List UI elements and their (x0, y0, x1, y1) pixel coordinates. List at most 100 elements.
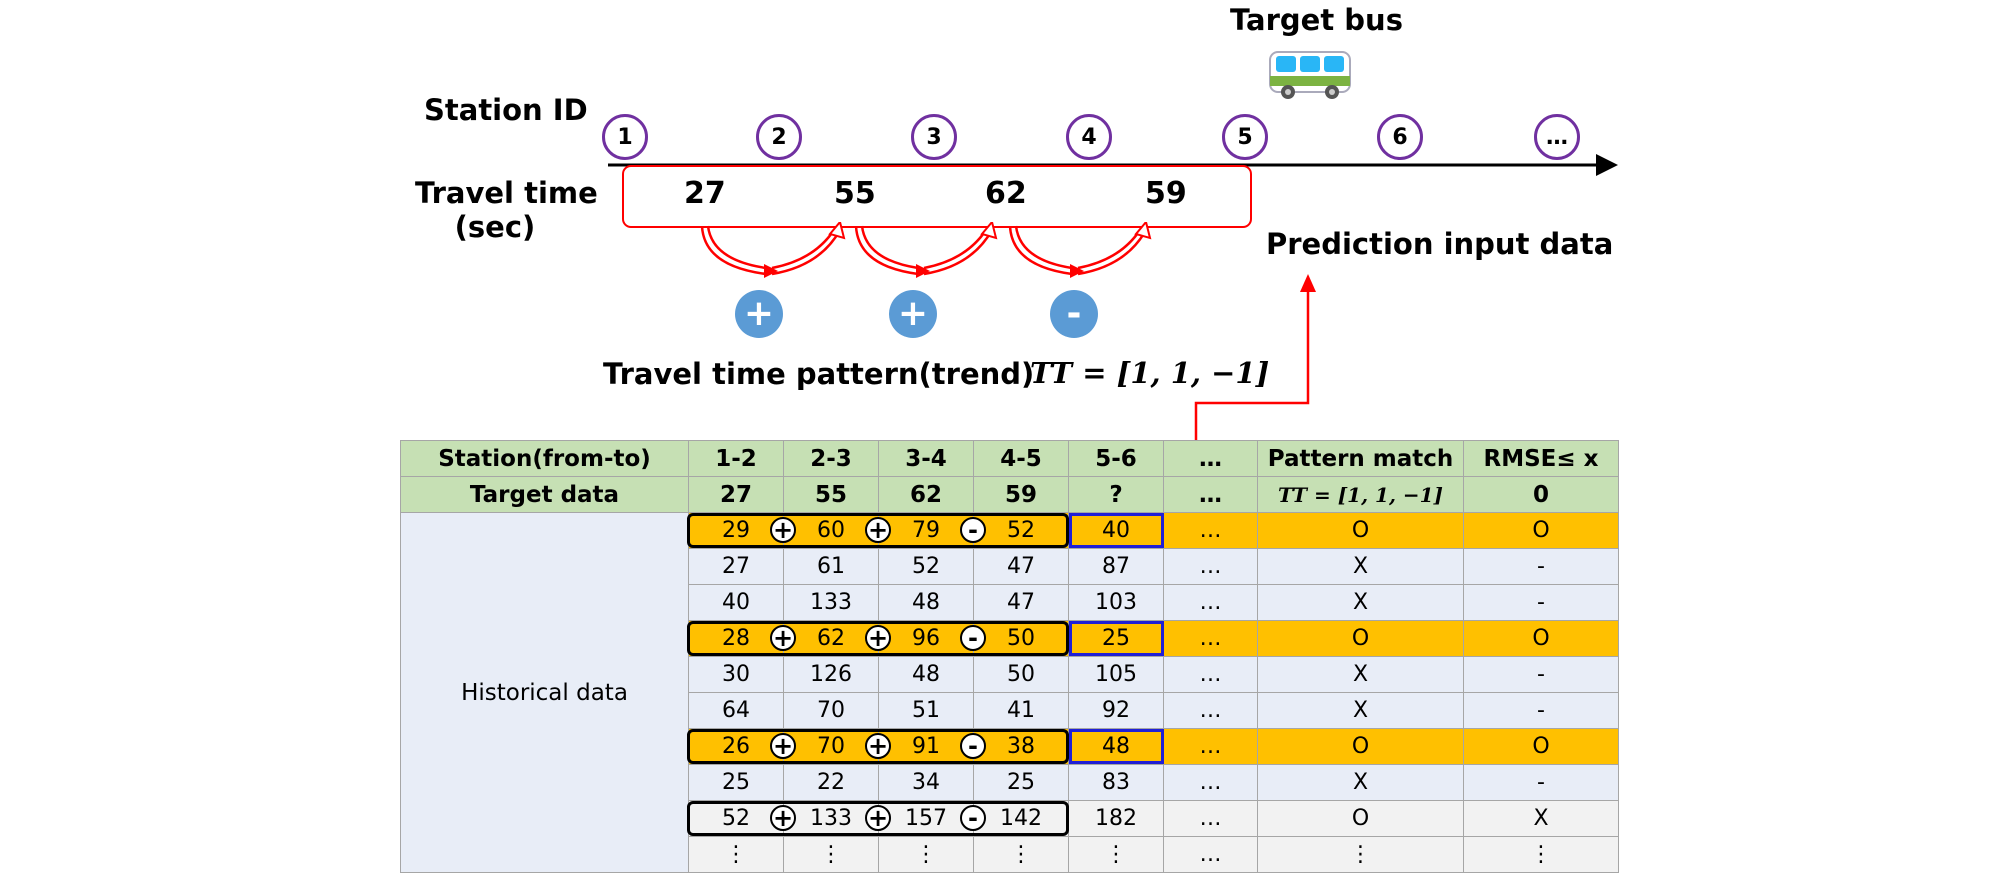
target-cell: Target data (400, 476, 689, 513)
table-cell: 48 (878, 656, 974, 693)
table-cell: 47 (973, 548, 1069, 585)
station-circle: 4 (1066, 114, 1112, 160)
header-cell: 4-5 (973, 440, 1069, 477)
table-cell: … (1163, 512, 1258, 549)
table-cell: ⋮ (1257, 836, 1464, 873)
table-cell: X (1257, 764, 1464, 801)
table-cell: 48 (878, 584, 974, 621)
table-cell: 142 (973, 800, 1069, 837)
table-cell: 41 (973, 692, 1069, 729)
table-cell: O (1257, 620, 1464, 657)
minus-op-icon: - (960, 517, 986, 543)
table-cell: 25 (1068, 620, 1164, 657)
table-cell: 103 (1068, 584, 1164, 621)
station-circle: … (1534, 114, 1580, 160)
header-cell: Pattern match (1257, 440, 1464, 477)
pattern-box (687, 621, 1069, 656)
table-cell: - (1463, 656, 1619, 693)
table-cell: X (1257, 692, 1464, 729)
table-cell: 34 (878, 764, 974, 801)
header-cell: 3-4 (878, 440, 974, 477)
table-cell: … (1163, 620, 1258, 657)
pattern-label: Travel time pattern(trend) (603, 357, 1035, 391)
header-cell: Station(from-to) (400, 440, 689, 477)
next-link-box (1069, 513, 1164, 548)
plus-op-icon: + (865, 805, 891, 831)
table-cell: 52 (688, 800, 784, 837)
table-cell: 60 (783, 512, 879, 549)
target-bus-label: Target bus (1230, 3, 1403, 37)
minus-op-icon: - (960, 625, 986, 651)
table-cell: 50 (973, 656, 1069, 693)
table-cell: - (1463, 764, 1619, 801)
trend-arrows (700, 222, 1152, 278)
plus-op-icon: + (770, 625, 796, 651)
target-cell: ? (1068, 476, 1164, 513)
pattern-box (687, 513, 1069, 548)
plus-op-icon: + (770, 805, 796, 831)
pattern-formula: TT = [1, 1, −1] (1030, 356, 1270, 390)
target-cell: 55 (783, 476, 879, 513)
target-cell: 59 (973, 476, 1069, 513)
table-cell: 38 (973, 728, 1069, 765)
table-cell: 79 (878, 512, 974, 549)
table-cell: O (1257, 512, 1464, 549)
table-cell: ⋮ (783, 836, 879, 873)
target-cell: 62 (878, 476, 974, 513)
table-cell: - (1463, 584, 1619, 621)
table-cell: X (1463, 800, 1619, 837)
header-cell: RMSE≤ x (1463, 440, 1619, 477)
station-id-label: Station ID (424, 93, 588, 127)
header-cell: … (1163, 440, 1258, 477)
table-cell: 47 (973, 584, 1069, 621)
table-cell: O (1257, 728, 1464, 765)
table-cell: X (1257, 656, 1464, 693)
table-cell: ⋮ (1463, 836, 1619, 873)
table-cell: 87 (1068, 548, 1164, 585)
station-circle: 5 (1222, 114, 1268, 160)
target-cell: 0 (1463, 476, 1619, 513)
table-cell: 30 (688, 656, 784, 693)
table-cell: 70 (783, 692, 879, 729)
table-cell: X (1257, 584, 1464, 621)
table-cell: 51 (878, 692, 974, 729)
target-cell: TT = [1, 1, −1] (1257, 476, 1464, 513)
table-cell: 133 (783, 584, 879, 621)
travel-time-value: 55 (834, 176, 876, 211)
table-cell: ⋮ (688, 836, 784, 873)
trend-sign-plus: + (889, 290, 937, 338)
table-cell: 28 (688, 620, 784, 657)
table-cell: … (1163, 692, 1258, 729)
table-cell: 26 (688, 728, 784, 765)
header-cell: 1-2 (688, 440, 784, 477)
target-cell: 27 (688, 476, 784, 513)
next-link-box (1069, 621, 1164, 656)
travel-time-value: 27 (684, 176, 726, 211)
travel-time-label-line2: (sec) (454, 210, 536, 244)
pattern-box (687, 801, 1069, 836)
travel-time-value: 59 (1145, 176, 1187, 211)
table-cell: 83 (1068, 764, 1164, 801)
plus-op-icon: + (770, 517, 796, 543)
trend-sign-minus: - (1050, 290, 1098, 338)
plus-op-icon: + (865, 733, 891, 759)
table-cell: ⋮ (973, 836, 1069, 873)
table-cell: 40 (688, 584, 784, 621)
table-cell: 126 (783, 656, 879, 693)
table-cell: … (1163, 836, 1258, 873)
table-cell: 64 (688, 692, 784, 729)
table-cell: - (1463, 548, 1619, 585)
table-cell: O (1463, 620, 1619, 657)
table-cell: … (1163, 728, 1258, 765)
travel-time-label: Travel time (sec) (415, 176, 598, 244)
plus-op-icon: + (865, 625, 891, 651)
table-cell: X (1257, 548, 1464, 585)
station-circle: 3 (911, 114, 957, 160)
